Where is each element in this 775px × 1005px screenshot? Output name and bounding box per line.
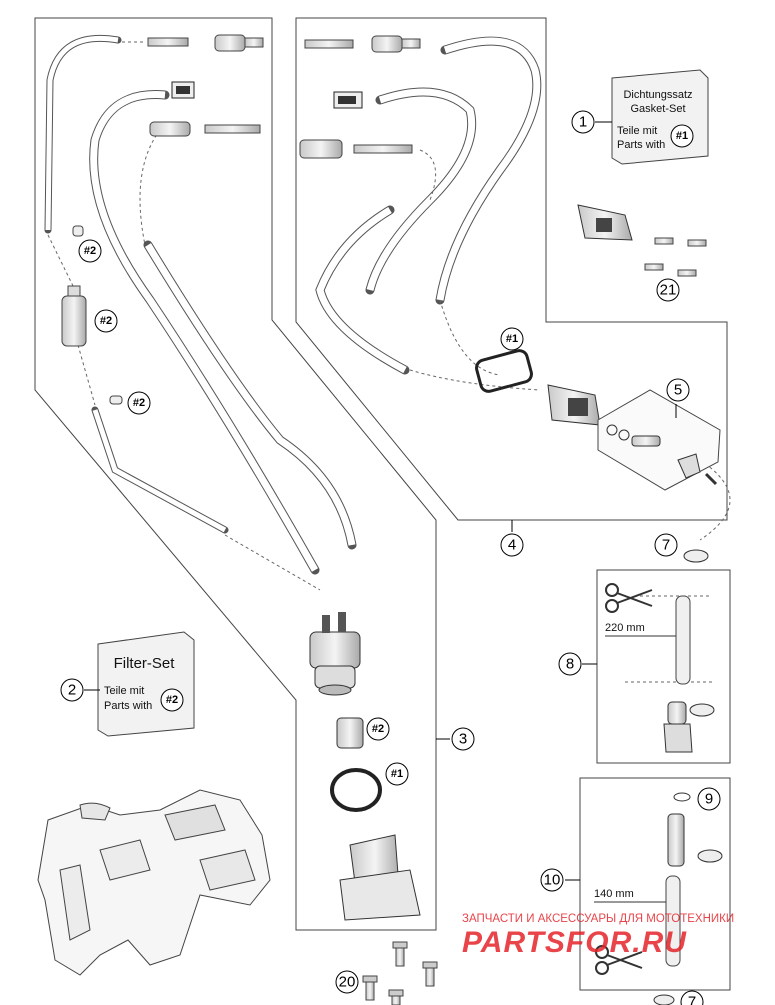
- svg-text:Parts with: Parts with: [104, 700, 152, 712]
- callout-9: 9: [697, 787, 721, 811]
- hose-kit-8-box: [596, 569, 731, 764]
- hose-kit-10-box: [579, 777, 731, 991]
- bolt: [687, 239, 707, 247]
- callout-3: 3: [451, 727, 475, 751]
- svg-text:Gasket-Set: Gasket-Set: [630, 103, 685, 115]
- svg-text:ЗАПЧАСТИ И АКСЕССУАРЫ ДЛЯ МОТО: ЗАПЧАСТИ И АКСЕССУАРЫ ДЛЯ МОТОТЕХНИКИ: [462, 913, 734, 925]
- svg-text:#2: #2: [372, 723, 384, 735]
- svg-text:1: 1: [579, 114, 587, 131]
- svg-text:#2: #2: [133, 397, 145, 409]
- bolt: [422, 961, 438, 987]
- svg-text:21: 21: [660, 282, 677, 299]
- quick-connector-pair-right-top: [304, 35, 421, 53]
- bolt: [644, 263, 664, 271]
- ref-circle: #2: [366, 717, 390, 741]
- hose-clamp: [683, 549, 709, 563]
- pump-filter-sock: [336, 717, 364, 749]
- ref-circle: #2: [127, 391, 151, 415]
- filter-set-box: Filter-Set Teile mit Parts with #2: [97, 631, 195, 737]
- svg-text:Teile mit: Teile mit: [104, 685, 144, 697]
- ref-circle: #2: [94, 309, 118, 333]
- svg-text:3: 3: [459, 731, 467, 748]
- svg-text:PARTSFOR.RU: PARTSFOR.RU: [462, 926, 687, 959]
- callout-21: 21: [656, 278, 680, 302]
- scissors-icon: [605, 583, 653, 613]
- connector-flange-gasket: [475, 349, 533, 393]
- callout-7: 7: [654, 533, 678, 557]
- clip: [677, 453, 701, 479]
- callout-8: 8: [558, 652, 582, 676]
- svg-text:8: 8: [566, 656, 574, 673]
- dimension-label: 140 mm: [594, 888, 634, 900]
- svg-text:Teile mit: Teile mit: [617, 125, 657, 137]
- ref-circle: #2: [78, 239, 102, 263]
- hose-clamp: [697, 849, 723, 863]
- quick-connector-pair-mid: [149, 121, 261, 137]
- svg-text:9: 9: [705, 791, 713, 808]
- bolt: [392, 941, 408, 967]
- hose-140: [665, 875, 681, 967]
- svg-text:7: 7: [662, 537, 670, 554]
- quick-connector-pair-top: [147, 34, 264, 52]
- watermark: ЗАПЧАСТИ И АКСЕССУАРЫ ДЛЯ МОТОТЕХНИКИ PA…: [462, 913, 734, 959]
- svg-text:#2: #2: [84, 245, 96, 257]
- bolt: [654, 237, 674, 245]
- pump-gasket-ring: [330, 768, 382, 812]
- svg-text:Parts with: Parts with: [617, 139, 665, 151]
- gasket-set-box: Dichtungssatz Gasket-Set Teile mit Parts…: [611, 69, 709, 165]
- quick-connector-elbow: [663, 701, 693, 753]
- hose-clamp: [689, 703, 715, 717]
- bolt: [388, 989, 404, 1005]
- ref-circle: #1: [385, 762, 409, 786]
- svg-text:7: 7: [688, 994, 696, 1005]
- callout-1: 1: [571, 110, 595, 134]
- quick-connector-pair-right-mid: [299, 139, 413, 159]
- hose-clip-bottom: [109, 395, 123, 405]
- svg-text:2: 2: [68, 682, 76, 699]
- dimension-label: 220 mm: [605, 622, 645, 634]
- connector-part-21: [577, 204, 633, 241]
- o-ring: [673, 792, 691, 802]
- fuel-pump: [309, 612, 361, 696]
- electric-plug-left: [171, 81, 195, 99]
- svg-text:#2: #2: [100, 315, 112, 327]
- callout-20: 20: [335, 970, 359, 994]
- hose-clamp: [653, 994, 675, 1005]
- nipple-connector: [667, 813, 685, 867]
- group-4-outline: [295, 17, 728, 521]
- svg-text:20: 20: [339, 974, 356, 991]
- callout-10: 10: [540, 868, 564, 892]
- bolt: [362, 975, 378, 1001]
- svg-text:#1: #1: [506, 333, 518, 345]
- o-ring: [606, 424, 630, 441]
- electric-plug-right: [333, 91, 363, 109]
- hose-220: [675, 595, 691, 685]
- group-3-outline: [34, 17, 437, 931]
- screw: [704, 472, 718, 486]
- connector-flange: [547, 384, 601, 426]
- svg-text:#1: #1: [391, 768, 403, 780]
- callout-7-bottom: 7: [680, 990, 704, 1005]
- callout-2: 2: [60, 678, 84, 702]
- callout-4: 4: [500, 533, 524, 557]
- svg-text:#2: #2: [166, 694, 178, 706]
- pump-flange: [339, 834, 421, 921]
- svg-text:10: 10: [544, 872, 561, 889]
- hose-clip-top: [72, 225, 84, 237]
- fuel-hose-outer: [44, 34, 122, 234]
- bolt: [677, 269, 697, 277]
- scissors-icon: [595, 945, 643, 975]
- ref-circle: #1: [500, 327, 524, 351]
- nipple: [631, 435, 661, 447]
- svg-text:Filter-Set: Filter-Set: [114, 655, 176, 672]
- svg-text:5: 5: [674, 382, 682, 399]
- svg-text:Dichtungssatz: Dichtungssatz: [623, 89, 692, 101]
- callout-5: 5: [666, 378, 690, 402]
- fuel-filter: [61, 285, 87, 347]
- svg-text:#1: #1: [676, 130, 688, 142]
- svg-text:4: 4: [508, 537, 516, 554]
- fuel-tank: [37, 789, 271, 976]
